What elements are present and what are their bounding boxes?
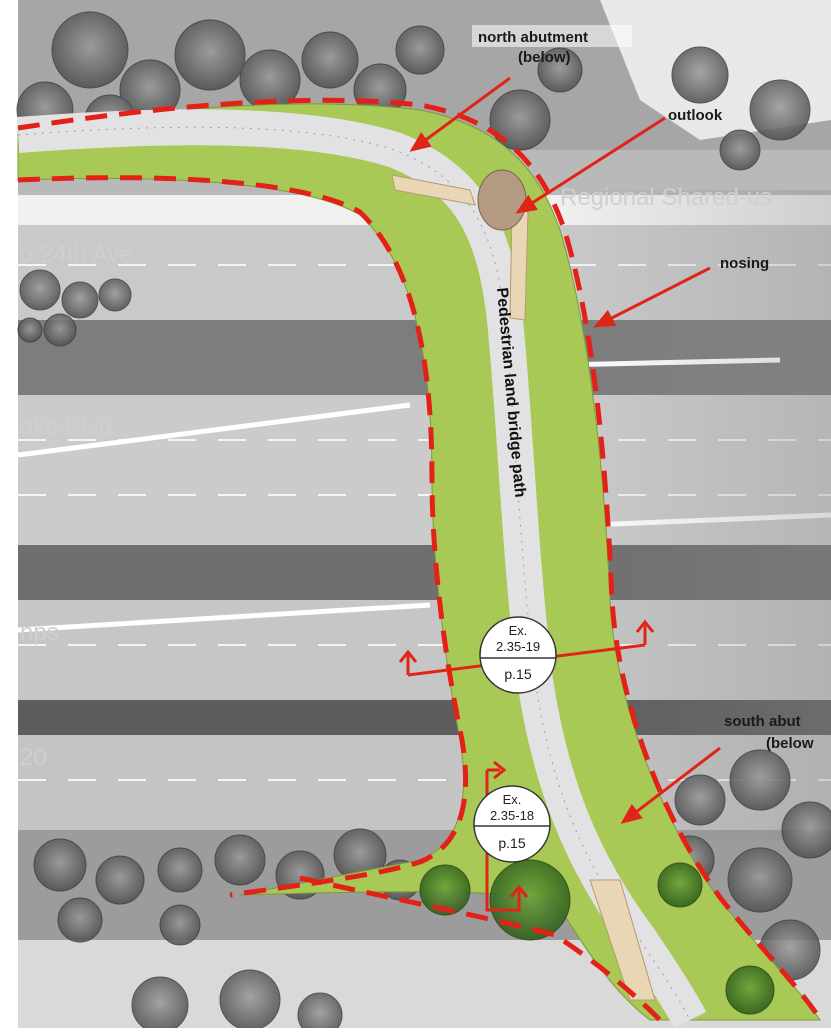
road-label-route-20: 20 [20, 744, 47, 771]
callout-2-35-19[interactable]: Ex. 2.35-19 p.15 [479, 616, 557, 694]
callout-2-35-19-number: 2.35-19 [496, 639, 540, 654]
callout-2-35-19-page: p.15 [504, 666, 531, 682]
road-label-ramps: nps [20, 619, 59, 646]
road-label-regional-shared-use: Regional Shared-us [560, 184, 772, 211]
callout-2-35-18-page: p.15 [498, 835, 525, 851]
callout-2-35-18[interactable]: Ex. 2.35-18 p.15 [473, 785, 551, 863]
north-abutment-label-bg [472, 25, 632, 47]
bridge-trees [419, 859, 775, 1015]
callout-2-35-18-label: Ex. [503, 792, 522, 807]
south-abutment-sublabel: (below [766, 735, 814, 752]
annotation-arrows [409, 76, 721, 824]
outlook-label: outlook [668, 107, 723, 124]
callout-2-35-18-number: 2.35-18 [490, 808, 534, 823]
left-margin [0, 0, 18, 1028]
callout-2-35-19-label: Ex. [509, 623, 528, 638]
nosing-label: nosing [720, 255, 769, 272]
outlook-boardwalk [391, 169, 656, 1001]
road-label-24th-ave: o 24th Ave [20, 241, 133, 268]
bridge-boundary [17, 97, 825, 1024]
road-label-lake-blvd: ake Blvd [20, 414, 112, 441]
outlook-platform [477, 169, 527, 231]
north-abutment-sublabel: (below) [518, 49, 571, 66]
south-abutment-label: south abut [724, 713, 801, 730]
north-abutment-label: north abutment [478, 29, 588, 46]
